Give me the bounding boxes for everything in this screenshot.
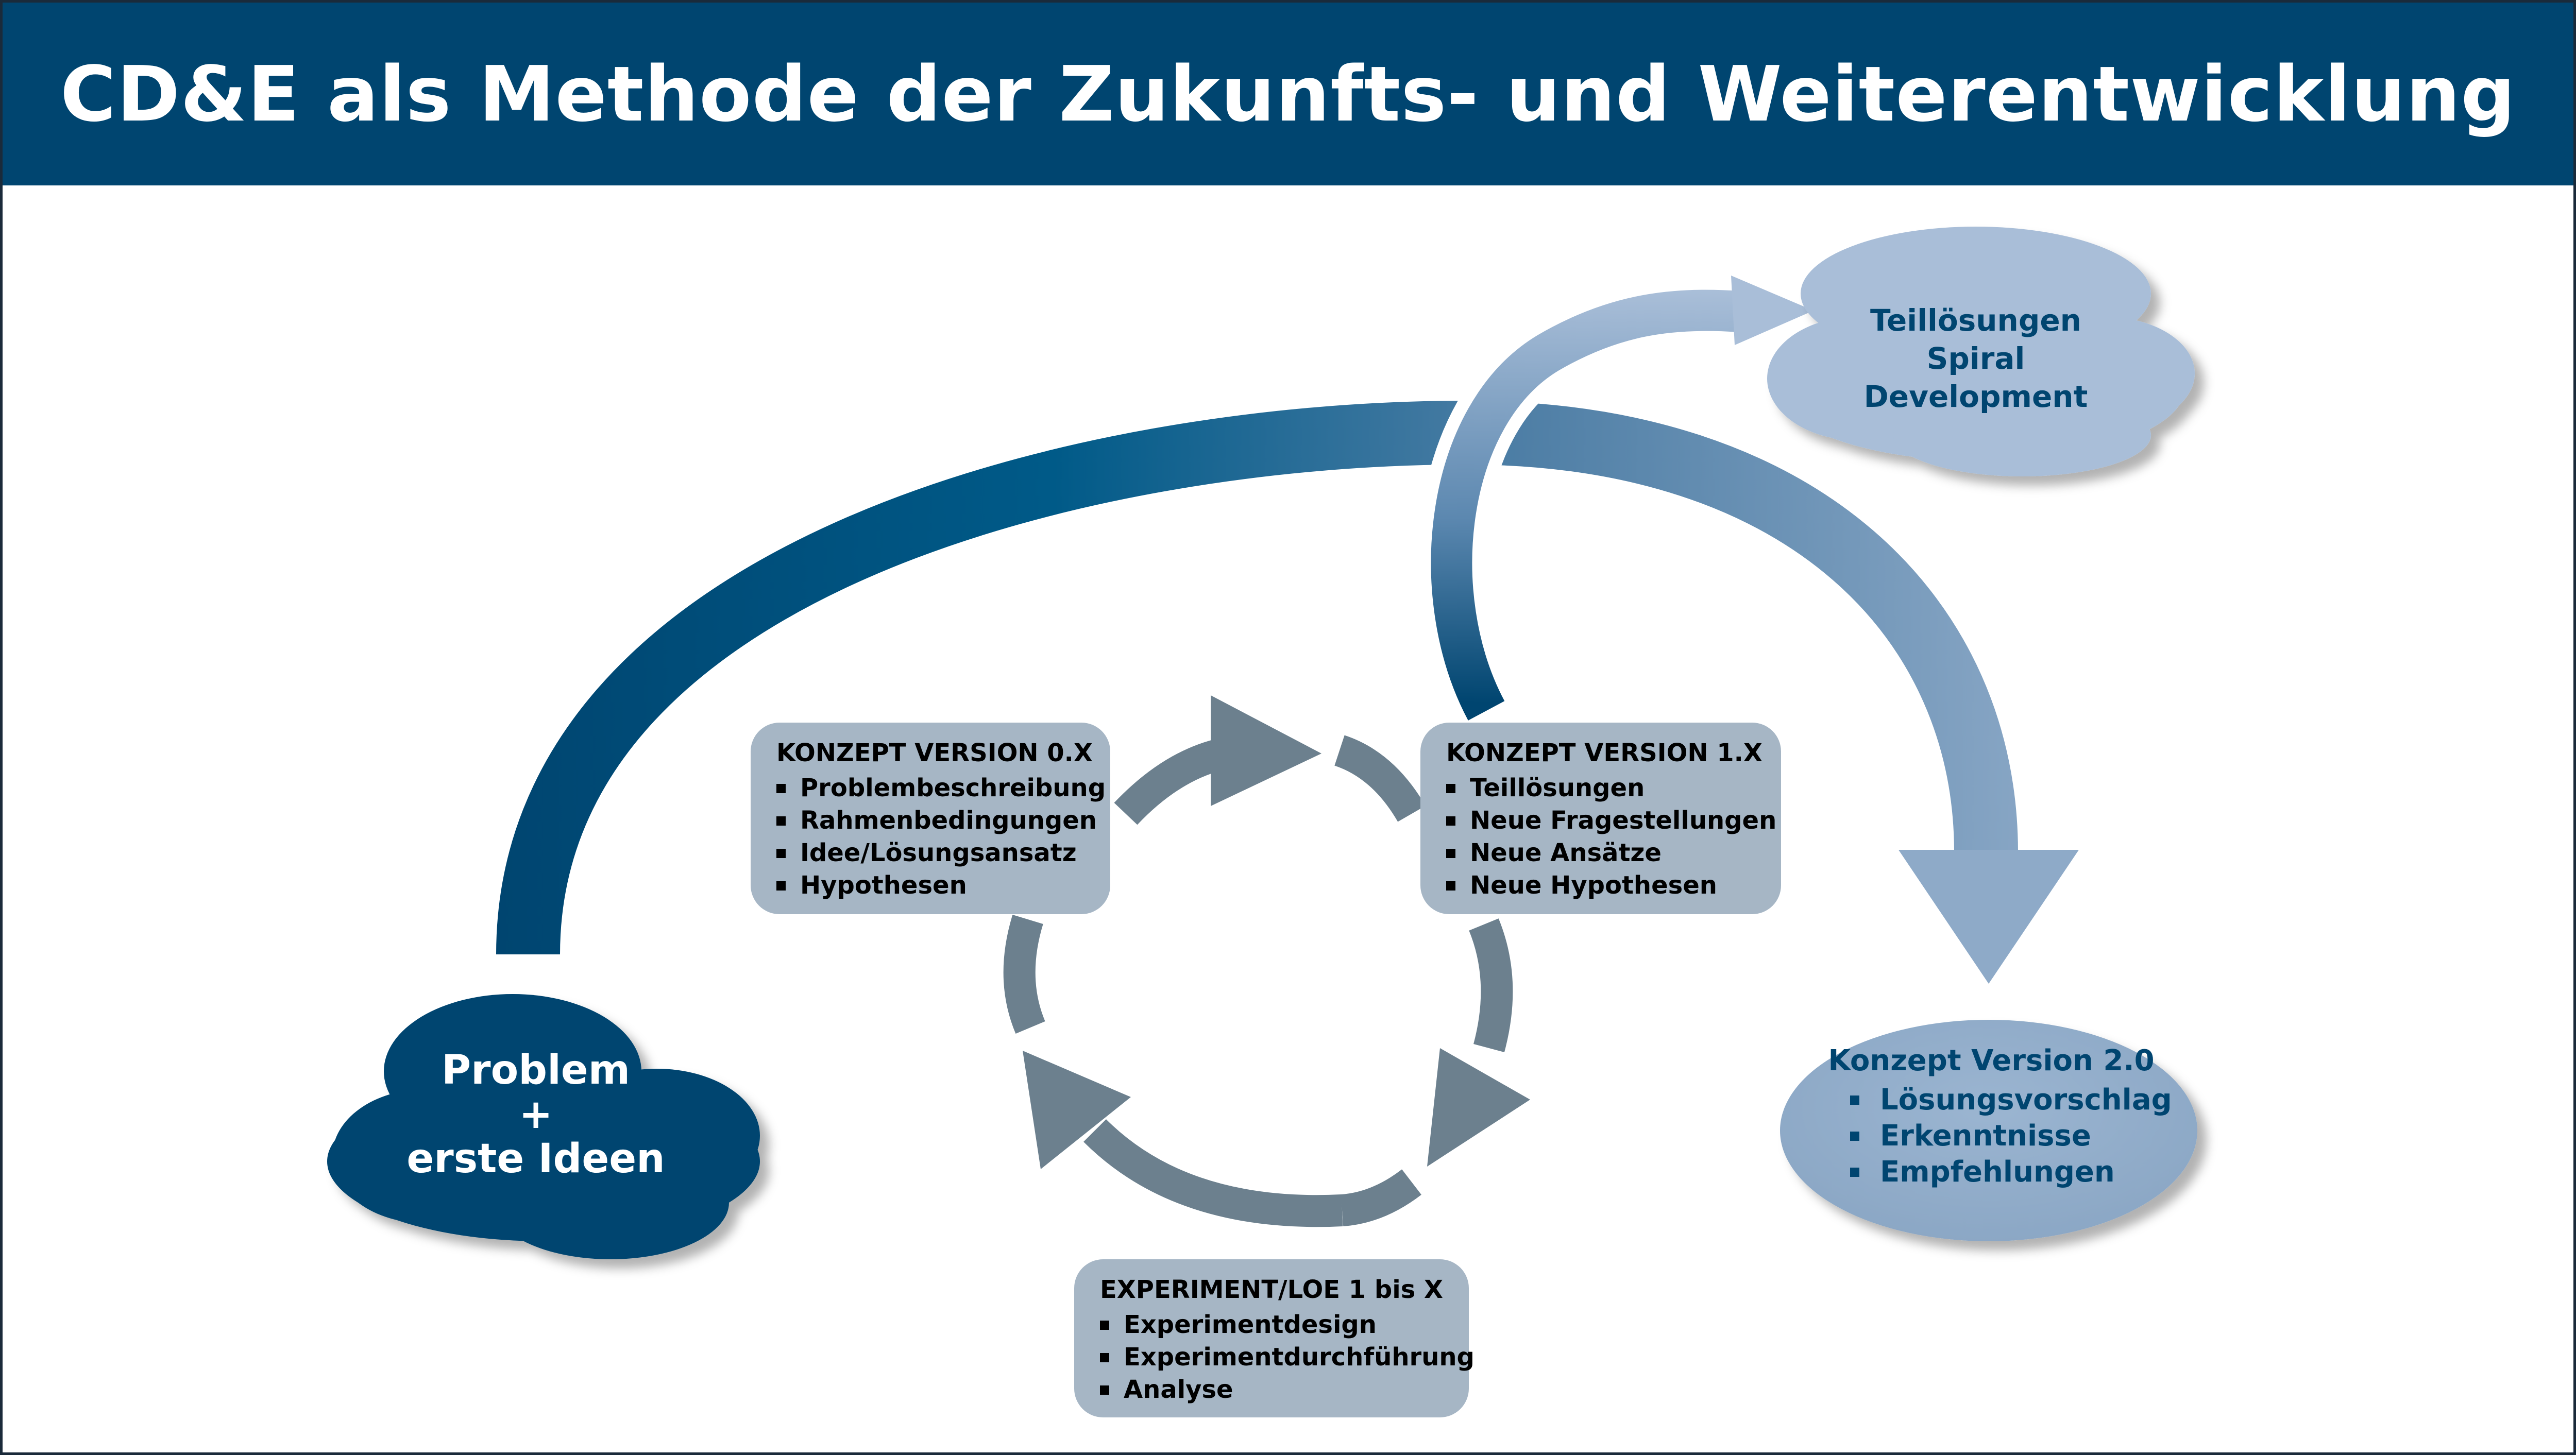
list-item-label: Lösungsvorschlag <box>1880 1083 2172 1117</box>
list-item: Experimentdesign <box>1100 1309 1443 1341</box>
list-item-label: Erkenntnisse <box>1880 1119 2091 1153</box>
list-item: Lösungsvorschlag <box>1850 1082 2187 1118</box>
cycle-arc-top <box>1114 738 1228 825</box>
list-item-label: Empfehlungen <box>1880 1155 2115 1189</box>
list-item-label: Teillösungen <box>1470 774 1645 802</box>
diagram-graphics <box>327 227 2197 1259</box>
main-arc-arrowhead <box>1899 850 2079 984</box>
concept-v0-box: KONZEPT VERSION 0.X Problembeschreibung … <box>751 723 1110 914</box>
experiment-list: Experimentdesign Experimentdurchführung … <box>1100 1309 1475 1406</box>
bullet-square-icon <box>1100 1320 1109 1330</box>
title-banner: CD&E als Methode der Zukunfts- und Weite… <box>3 3 2573 185</box>
cycle-arrowhead-left <box>1023 1051 1131 1169</box>
cycle-arc-left <box>1003 914 1045 1034</box>
cycle-arrowhead-top <box>1211 695 1321 806</box>
bullet-square-icon <box>1850 1095 1859 1105</box>
bullet-square-icon <box>1100 1353 1109 1362</box>
list-item-label: Idee/Lösungsansatz <box>800 838 1077 867</box>
concept-v2-title: Konzept Version 2.0 <box>1828 1044 2155 1077</box>
list-item: Hypothesen <box>776 869 1084 902</box>
cycle-arrowhead-right <box>1427 1048 1530 1167</box>
problem-cloud <box>327 994 760 1259</box>
main-arc-arrow <box>496 400 2018 955</box>
concept-v1-title: KONZEPT VERSION 1.X <box>1446 739 1762 767</box>
bullet-square-icon <box>1446 848 1455 858</box>
bullet-square-icon <box>1100 1385 1109 1395</box>
concept-v0-list: Problembeschreibung Rahmenbedingungen Id… <box>776 772 1106 902</box>
spiral-cloud-line: Development <box>1863 379 2088 414</box>
concept-v2-label: Konzept Version 2.0 Lösungsvorschlag Erk… <box>1795 1043 2187 1190</box>
cycle-arc-bottomright <box>1341 1169 1421 1226</box>
crossing-gap <box>1418 277 1741 727</box>
list-item: Teillösungen <box>1446 772 1755 804</box>
list-item-label: Rahmenbedingungen <box>800 806 1097 835</box>
list-item: Empfehlungen <box>1850 1154 2187 1190</box>
page-title: CD&E als Methode der Zukunfts- und Weite… <box>60 49 2516 139</box>
list-item: Neue Ansätze <box>1446 837 1755 869</box>
spiral-cloud <box>1767 227 2195 476</box>
concept-v2-ellipse <box>1780 1020 2197 1241</box>
list-item: Rahmenbedingungen <box>776 804 1097 837</box>
problem-cloud-line: Problem <box>442 1047 630 1093</box>
bullet-square-icon <box>776 816 786 826</box>
bullet-square-icon <box>1850 1168 1859 1177</box>
list-item-label: Neue Fragestellungen <box>1470 806 1777 835</box>
bullet-square-icon <box>1850 1132 1859 1141</box>
cycle-arc-bottom <box>1083 1119 1343 1227</box>
problem-cloud-line: erste Ideen <box>406 1136 665 1182</box>
cycle-arc-topright <box>1334 735 1426 822</box>
spiral-arc-arrowhead <box>1731 276 1814 345</box>
bullet-square-icon <box>776 848 786 858</box>
problem-cloud-label: Problem + erste Ideen <box>368 1048 703 1181</box>
cycle-arc-right <box>1469 918 1513 1053</box>
spiral-cloud-label: Teillösungen Spiral Development <box>1780 301 2172 416</box>
list-item-label: Analyse <box>1124 1375 1233 1404</box>
bullet-square-icon <box>1446 881 1455 891</box>
list-item-label: Experimentdesign <box>1124 1310 1377 1339</box>
spiral-cloud-line: Teillösungen <box>1870 303 2081 338</box>
list-item-label: Neue Hypothesen <box>1470 871 1717 900</box>
list-item: Neue Fragestellungen <box>1446 804 1776 837</box>
problem-cloud-line: + <box>519 1091 553 1138</box>
list-item-label: Hypothesen <box>800 871 967 900</box>
experiment-box: EXPERIMENT/LOE 1 bis X Experimentdesign … <box>1074 1259 1475 1417</box>
concept-v2-list: Lösungsvorschlag Erkenntnisse Empfehlung… <box>1850 1082 2187 1190</box>
list-item-label: Problembeschreibung <box>800 774 1106 802</box>
bullet-square-icon <box>1446 816 1455 826</box>
bullet-square-icon <box>776 881 786 891</box>
list-item: Problembeschreibung <box>776 772 1106 804</box>
list-item: Erkenntnisse <box>1850 1118 2187 1154</box>
spiral-cloud-line: Spiral <box>1926 341 2025 376</box>
concept-v0-title: KONZEPT VERSION 0.X <box>776 739 1093 767</box>
bullet-square-icon <box>776 783 786 793</box>
list-item: Idee/Lösungsansatz <box>776 837 1084 869</box>
experiment-title: EXPERIMENT/LOE 1 bis X <box>1100 1275 1443 1304</box>
list-item-label: Experimentdurchführung <box>1124 1343 1475 1372</box>
bullet-square-icon <box>1446 783 1455 793</box>
list-item: Experimentdurchführung <box>1100 1341 1475 1374</box>
concept-v1-box: KONZEPT VERSION 1.X Teillösungen Neue Fr… <box>1420 723 1781 914</box>
cycle-arrows <box>1003 695 1530 1227</box>
list-item-label: Neue Ansätze <box>1470 838 1662 867</box>
concept-v1-list: Teillösungen Neue Fragestellungen Neue A… <box>1446 772 1776 902</box>
list-item: Analyse <box>1100 1374 1443 1406</box>
list-item: Neue Hypothesen <box>1446 869 1755 902</box>
spiral-arc-arrow <box>1431 289 1740 721</box>
